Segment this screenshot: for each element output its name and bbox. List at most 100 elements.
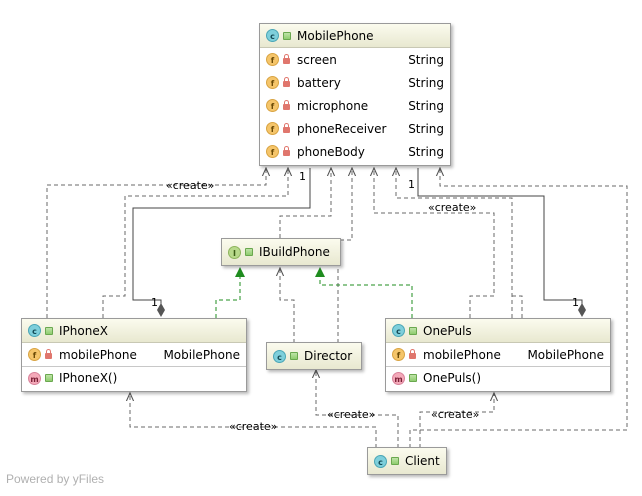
create-label: «create» [428,201,477,214]
edge-onepuls-realizes-ibuildphone [315,267,413,318]
class-header: c Director [267,343,361,369]
field-row: f screen String [260,48,450,71]
class-name: OnePuls [423,323,472,338]
lock-icon [409,349,416,359]
edge-onepuls-dep-mobilephone-2 [512,295,523,318]
class-name: IPhoneX [59,323,108,338]
lock-icon [283,100,290,110]
field-name: screen [297,52,337,67]
multiplicity-label: 1 [299,170,306,183]
field-type: MobilePhone [527,347,604,362]
edge-onepuls-composition-mobilephone [417,168,583,308]
class-icon: c [392,324,405,337]
public-icon [245,248,253,256]
edge-iphonex-dep-mobilephone [102,168,288,318]
field-type: MobilePhone [163,347,240,362]
edge-ibuildphone-dep-mobilephone [279,168,331,238]
field-name: phoneBody [297,144,365,159]
lock-icon [283,123,290,133]
method-name: IPhoneX() [59,371,118,385]
edge-client-create-onepuls [419,393,494,448]
method-name: OnePuls() [423,371,482,385]
public-icon [391,457,399,465]
watermark: Powered by yFiles [6,472,105,486]
field-icon: f [266,99,279,112]
multiplicity-label: 1 [408,178,415,191]
multiplicity-label: 1 [151,296,158,309]
class-icon: c [266,29,279,42]
class-header: c IPhoneX [22,319,246,343]
field-row: f phoneBody String [260,140,450,163]
field-type: String [408,144,444,159]
field-type: String [408,121,444,136]
field-row: f phoneReceiver String [260,117,450,140]
public-icon [283,31,291,40]
edge-director-dep-mobilephone [337,168,352,343]
interface-name: IBuildPhone [259,245,330,259]
field-row: f mobilePhone MobilePhone [386,343,610,366]
class-icon: c [273,349,286,363]
class-iphonex[interactable]: c IPhoneX f mobilePhone MobilePhone m IP… [21,318,247,392]
public-icon [290,352,298,360]
interface-ibuildphone[interactable]: I IBuildPhone [221,238,341,266]
field-type: String [408,98,444,113]
class-onepuls[interactable]: c OnePuls f mobilePhone MobilePhone m On… [385,318,611,392]
public-icon [45,374,53,382]
field-icon: f [266,122,279,135]
edge-onepuls-dep-mobilephone-1 [374,168,495,318]
field-icon: f [266,76,279,89]
field-name: battery [297,75,341,90]
field-row: f mobilePhone MobilePhone [22,343,246,366]
create-label: «create» [431,408,480,421]
field-row: f microphone String [260,94,450,117]
field-name: phoneReceiver [297,121,387,136]
edge-client-create-director [316,370,399,448]
create-label: «create» [166,179,215,192]
class-client[interactable]: c Client [367,447,447,475]
field-row: f battery String [260,71,450,94]
method-row: m OnePuls() [386,366,610,389]
class-icon: c [374,454,387,468]
field-name: mobilePhone [59,347,137,362]
edge-iphonex-create-mobilephone [46,168,266,318]
edge-iphonex-composition-mobilephone [132,168,311,308]
method-icon: m [28,371,41,385]
method-row: m IPhoneX() [22,366,246,389]
class-header: c OnePuls [386,319,610,343]
interface-icon: I [228,245,241,259]
field-icon: f [266,53,279,66]
field-name: mobilePhone [423,347,501,362]
field-type: String [408,52,444,67]
multiplicity-label: 1 [572,296,579,309]
edge-iphonex-realizes-ibuildphone [215,267,245,318]
lock-icon [283,77,290,87]
lock-icon [283,54,290,64]
public-icon [409,326,417,335]
class-icon: c [28,324,41,337]
create-label: «create» [327,408,376,421]
composition-diamond-onepuls [578,303,586,317]
class-mobilephone[interactable]: c MobilePhone f screen String f battery … [259,23,451,166]
field-icon: f [392,348,405,361]
field-icon: f [28,348,41,361]
edge-client-dep-mobilephone [409,168,628,448]
class-name: Client [405,454,440,468]
public-icon [45,326,53,335]
edge-client-create-iphonex [130,393,377,448]
public-icon [409,374,417,382]
create-label: «create» [229,420,278,433]
field-name: microphone [297,98,369,113]
field-type: String [408,75,444,90]
class-name: MobilePhone [297,28,374,43]
composition-diamond-iphonex [157,303,165,317]
method-icon: m [392,371,405,385]
lock-icon [283,146,290,156]
lock-icon [45,349,52,359]
edge-onepuls-create-mobilephone [396,168,513,318]
interface-header: I IBuildPhone [222,239,340,265]
class-name: Director [304,349,353,363]
edge-director-dep-ibuildphone [280,268,295,343]
class-header: c Client [368,448,446,474]
class-director[interactable]: c Director [266,342,362,370]
